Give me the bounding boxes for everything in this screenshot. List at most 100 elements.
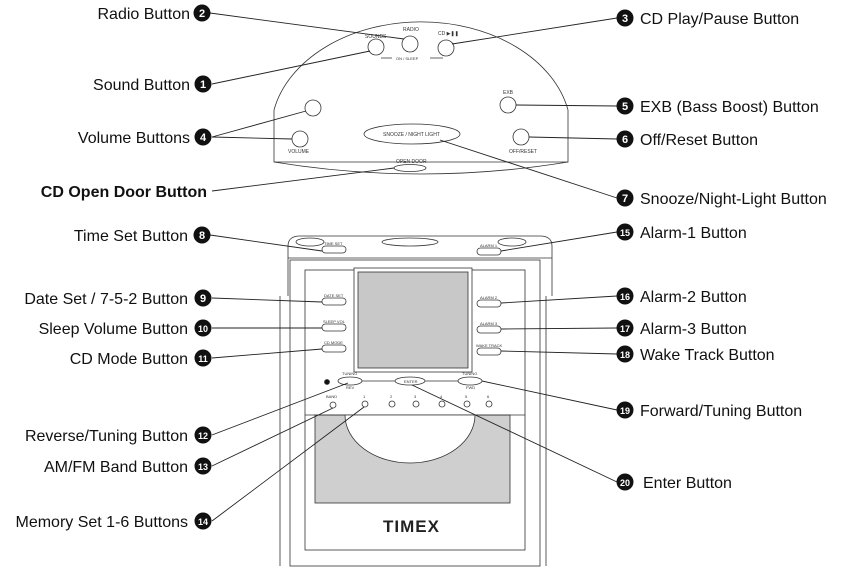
reverse-tuning-button[interactable] xyxy=(337,376,363,386)
preset-5-button[interactable] xyxy=(463,400,471,408)
svg-text:14: 14 xyxy=(198,517,208,527)
sounds-label: SOUNDS xyxy=(365,34,387,40)
brand-logo-text: TIMEX xyxy=(383,517,440,536)
leader-alarm3 xyxy=(500,327,618,330)
callout-cd-play-pause-button: CD Play/Pause Button xyxy=(640,11,799,28)
leader-alarm2 xyxy=(500,295,618,304)
badge-20: 20 xyxy=(616,473,634,491)
front-cap-oval-left xyxy=(295,237,325,247)
badge-1: 1 xyxy=(194,75,212,93)
badge-18: 18 xyxy=(616,345,634,363)
svg-text:3: 3 xyxy=(622,13,628,25)
leader-snooze xyxy=(439,139,618,199)
svg-text:11: 11 xyxy=(198,354,208,364)
alarm1-button[interactable] xyxy=(476,247,502,256)
off-reset-label: OFF/RESET xyxy=(509,149,537,155)
callout-date-set-button: Date Set / 7-5-2 Button xyxy=(24,291,188,308)
top-view-labels: RADIO SOUNDS CD ▶❚❚ ON / SLEEP EXB VOLUM… xyxy=(288,27,537,165)
preset-1-button[interactable] xyxy=(361,400,369,408)
svg-text:4: 4 xyxy=(200,132,207,144)
callout-sleep-volume-button: Sleep Volume Button xyxy=(39,321,188,338)
leader-enter xyxy=(411,384,618,483)
callout-time-set-button: Time Set Button xyxy=(74,228,188,245)
date-set-label: DATE SET xyxy=(324,293,344,298)
volume-up-button[interactable] xyxy=(304,99,322,117)
exb-button[interactable] xyxy=(499,96,517,114)
svg-text:5: 5 xyxy=(622,101,628,113)
preset-2-button[interactable] xyxy=(388,400,396,408)
tuning-right-label: TUNING xyxy=(462,371,477,376)
badge-15: 15 xyxy=(616,223,634,241)
leader-off-reset xyxy=(528,136,618,140)
svg-text:8: 8 xyxy=(199,230,205,242)
tuning-left-label: TUNING xyxy=(342,371,357,376)
preset-4-label: 4 xyxy=(440,394,443,399)
leader-open-door xyxy=(211,167,395,192)
open-door-label: OPEN DOOR xyxy=(396,159,427,165)
callout-band-button: AM/FM Band Button xyxy=(44,459,188,476)
radio-button[interactable] xyxy=(401,35,419,53)
preset-4-button[interactable] xyxy=(438,400,446,408)
forward-tuning-button[interactable] xyxy=(457,376,483,386)
time-set-button-shape[interactable] xyxy=(321,245,347,254)
sleep-vol-label: SLEEP VOL xyxy=(323,319,346,324)
callout-reverse-tuning-button: Reverse/Tuning Button xyxy=(25,428,188,445)
leader-memory xyxy=(211,406,365,522)
indicator-dot xyxy=(324,379,330,385)
open-door-button[interactable] xyxy=(393,164,427,172)
top-view-base xyxy=(273,161,569,175)
sleep-vol-button[interactable] xyxy=(321,323,347,332)
leader-band xyxy=(211,407,334,467)
front-labels: TIME SET DATE SET SLEEP VOL CD MODE ALAR… xyxy=(323,241,503,536)
alarm3-button[interactable] xyxy=(476,325,502,334)
cd-mode-label: CD MODE xyxy=(324,340,343,345)
badge-19: 19 xyxy=(616,401,634,419)
preset-5-label: 5 xyxy=(465,394,468,399)
leader-forward xyxy=(481,380,618,411)
alarm2-button[interactable] xyxy=(476,299,502,308)
badge-10: 10 xyxy=(194,319,212,337)
preset-3-button[interactable] xyxy=(412,400,420,408)
badge-2: 2 xyxy=(193,4,211,22)
callout-cd-open-door-button: CD Open Door Button xyxy=(41,184,207,201)
display-screen xyxy=(357,271,469,369)
front-side-right xyxy=(545,258,553,566)
exb-label: EXB xyxy=(503,90,514,96)
sounds-button[interactable] xyxy=(367,38,385,56)
badge-16: 16 xyxy=(616,287,634,305)
badge-5: 5 xyxy=(616,97,634,115)
leader-wake-track xyxy=(500,350,618,355)
on-sleep-label: ON / SLEEP xyxy=(396,56,419,61)
wake-track-button[interactable] xyxy=(476,347,502,356)
callout-enter-button: Enter Button xyxy=(643,475,732,492)
leader-date-set xyxy=(211,297,323,303)
date-set-button[interactable] xyxy=(321,297,347,306)
volume-down-button[interactable] xyxy=(291,130,309,148)
leader-reverse xyxy=(211,382,349,436)
cd-disc-arc xyxy=(344,414,476,464)
badge-4: 4 xyxy=(194,128,212,146)
cd-mode-button[interactable] xyxy=(321,344,347,353)
preset-3-label: 3 xyxy=(414,394,417,399)
front-side-left xyxy=(279,258,289,566)
band-button[interactable] xyxy=(329,401,337,409)
alarm1-label: ALARM 1 xyxy=(480,243,498,248)
badge-6: 6 xyxy=(616,130,634,148)
svg-text:15: 15 xyxy=(620,228,630,238)
svg-text:17: 17 xyxy=(620,324,630,334)
volume-label: VOLUME xyxy=(288,149,310,155)
leader-volume-1 xyxy=(211,110,307,138)
top-view-dome xyxy=(273,21,569,163)
badge-3: 3 xyxy=(616,9,634,27)
cd-play-pause-button[interactable] xyxy=(437,39,455,57)
rev-label: REV xyxy=(346,385,355,390)
off-reset-button[interactable] xyxy=(512,128,530,146)
leader-cd-mode xyxy=(211,348,323,359)
callout-snooze-button: Snooze/Night-Light Button xyxy=(640,191,827,208)
preset-6-button[interactable] xyxy=(485,400,493,408)
badge-13: 13 xyxy=(194,457,212,475)
leader-sound xyxy=(211,50,371,85)
leader-time-set xyxy=(209,234,323,252)
snooze-night-light-button[interactable] xyxy=(363,123,461,145)
callout-memory-set-buttons: Memory Set 1-6 Buttons xyxy=(15,514,188,531)
